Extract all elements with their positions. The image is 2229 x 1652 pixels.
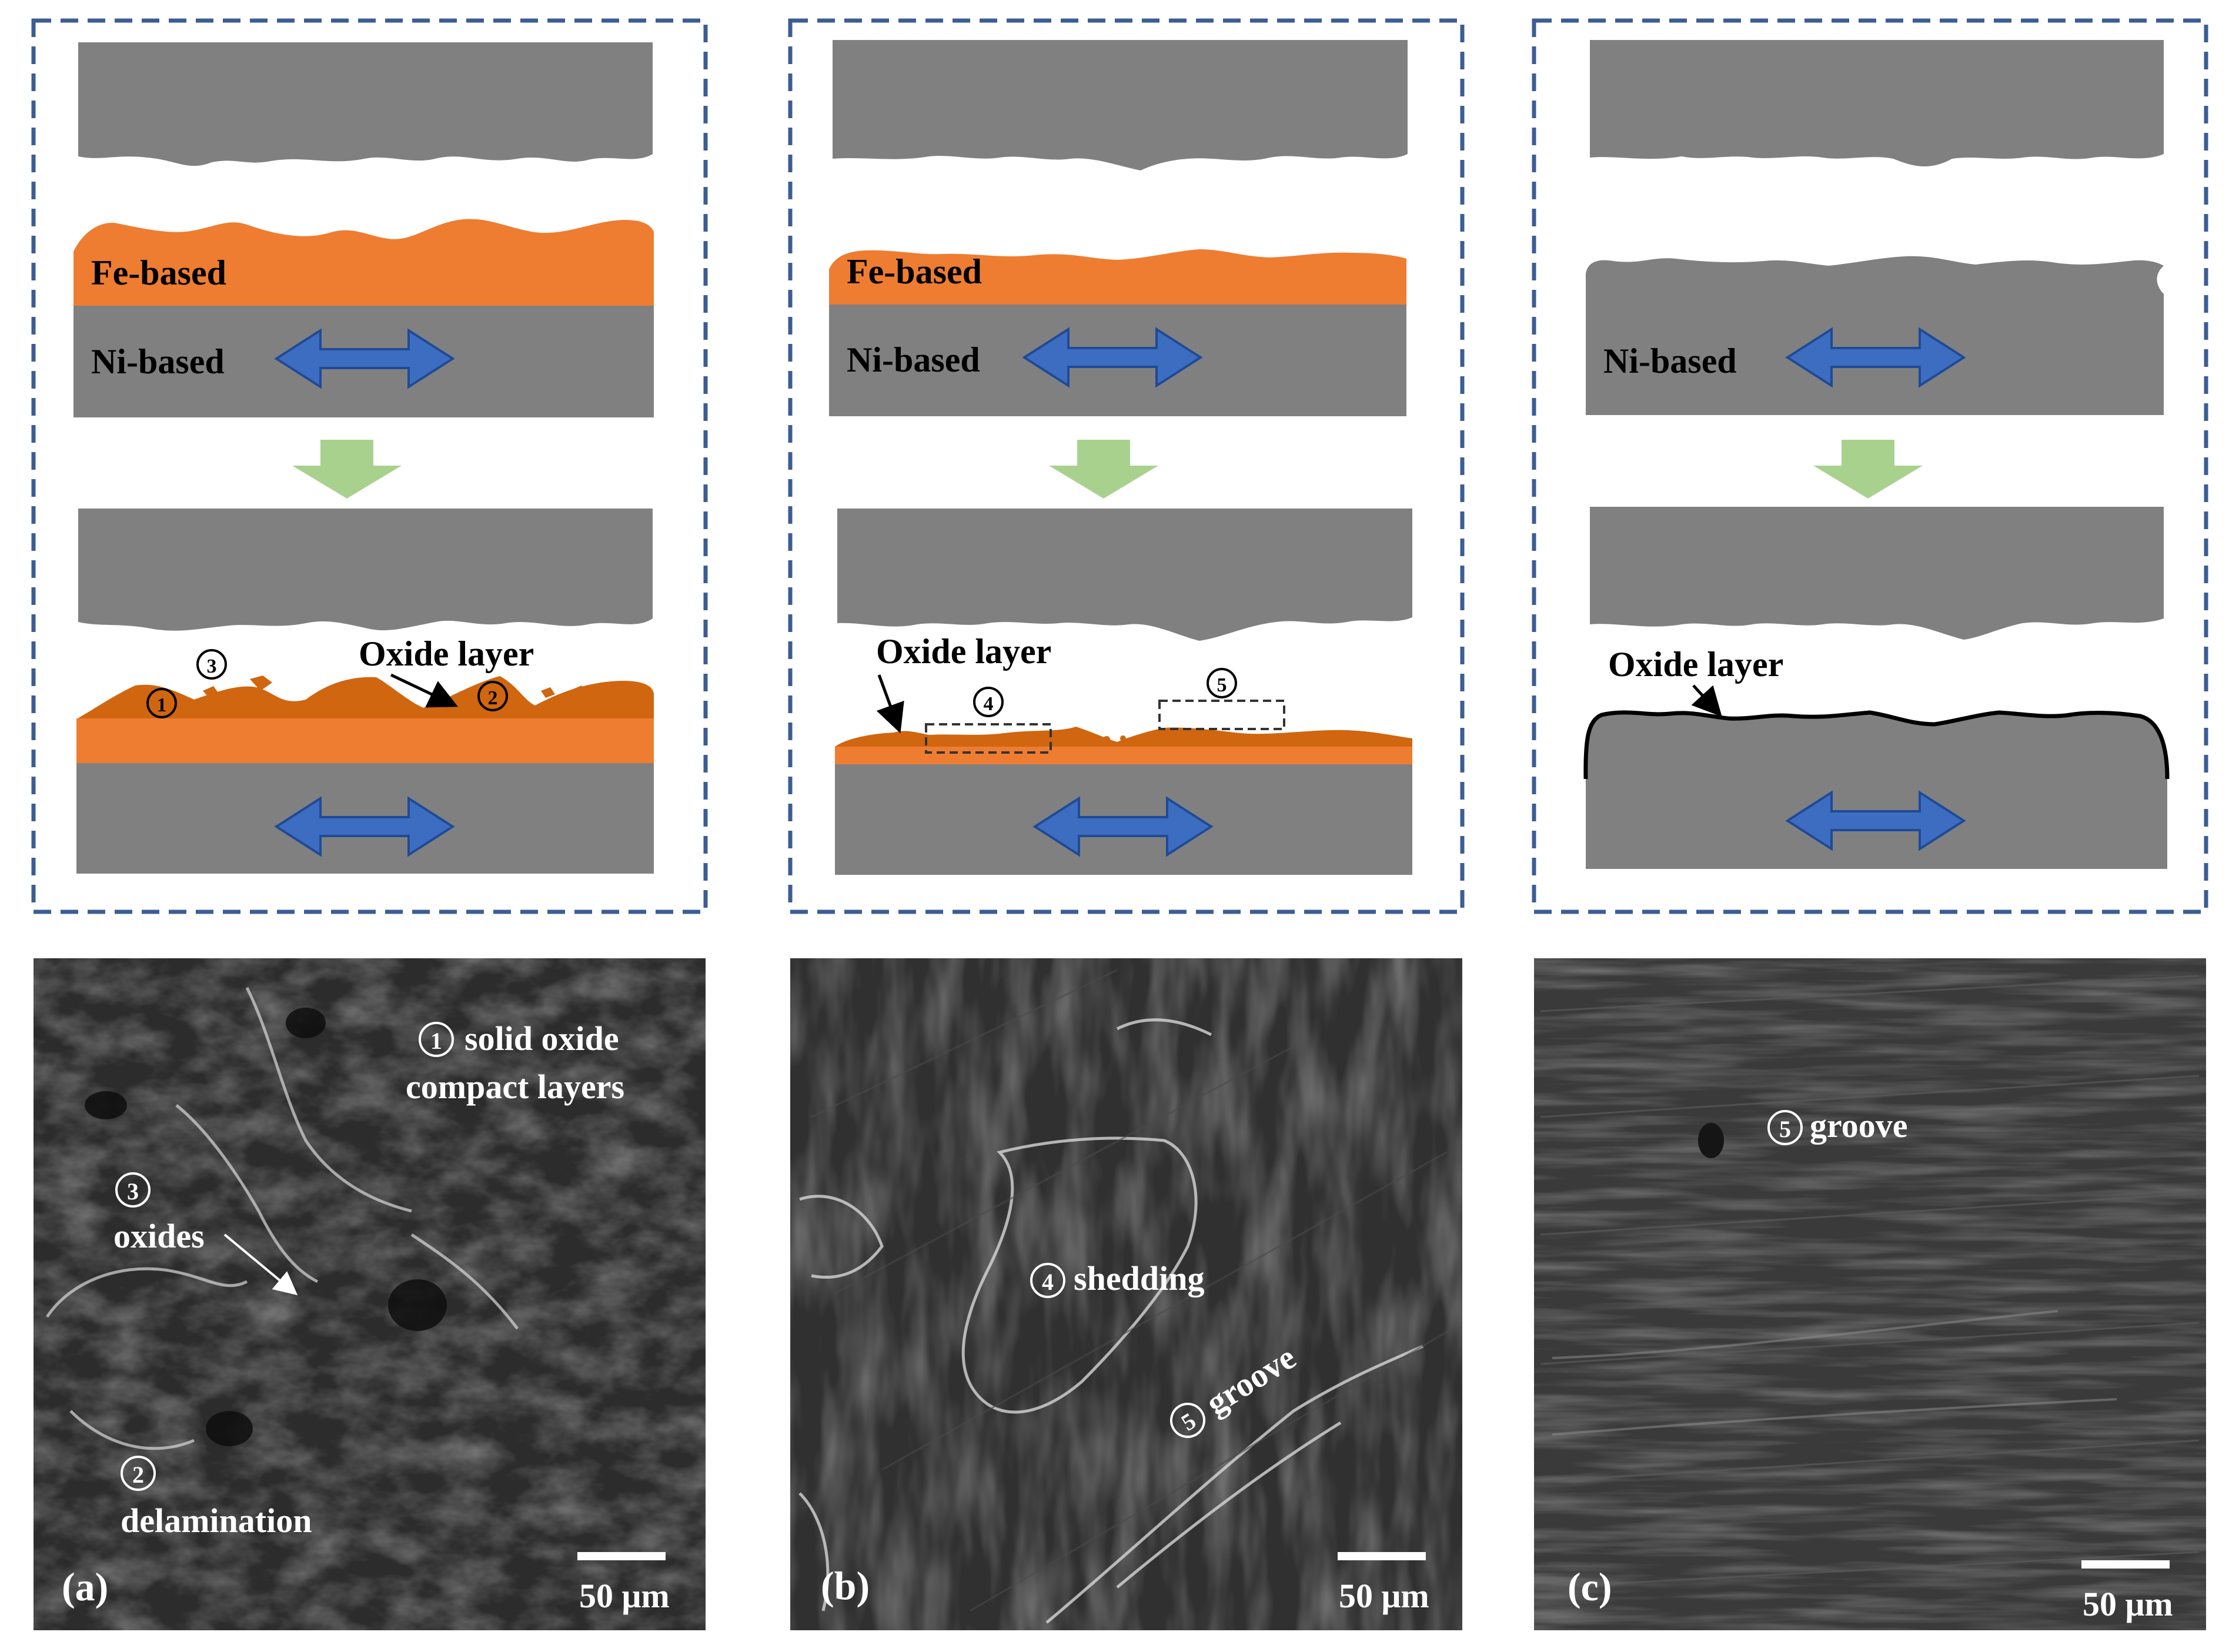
ni-based-layer [1585, 712, 2167, 869]
sem-streaks [1540, 975, 2200, 1589]
marker-5: 5 [1207, 668, 1237, 698]
scale-bar [577, 1552, 666, 1560]
svg-text:4: 4 [984, 693, 994, 715]
detail-box-5 [1158, 700, 1285, 730]
annotation-3: 3 [115, 1172, 151, 1208]
counterpart-block [833, 40, 1408, 170]
fe-based-layer [829, 249, 1406, 305]
sem-texture [45, 986, 519, 1450]
oxide-layer-line [1583, 710, 2170, 780]
scale-label: 50 μm [2083, 1585, 2173, 1623]
fe-based-layer [76, 718, 654, 763]
oxide-layer-label: Oxide layer [876, 632, 1051, 671]
ni-based-label: Ni-based [91, 342, 225, 381]
oxide-layer-pointer [1691, 684, 1722, 717]
scale-label: 50 μm [1339, 1577, 1429, 1615]
ni-based-label: Ni-based [1603, 342, 1737, 380]
schematic-b: Fe-based Ni-based Oxide layer 4 5 [788, 18, 1465, 914]
annotation-1: 1 solid oxide [419, 1019, 619, 1058]
svg-text:1: 1 [430, 1028, 442, 1054]
dashed-frame-b [788, 18, 1465, 914]
sem-texture [798, 1018, 1423, 1624]
sem-dark-pits [1698, 1123, 1724, 1158]
oxide-particles [203, 675, 597, 718]
svg-text:3: 3 [207, 656, 217, 677]
oxide-layer-pointer [390, 673, 459, 708]
dashed-frame-a [31, 18, 708, 914]
svg-text:2: 2 [132, 1462, 144, 1488]
oxide-layer-label: Oxide layer [1608, 645, 1783, 684]
panel-letter-b: (b) [821, 1563, 870, 1608]
sem-image-b: 4 shedding 5 groove (b) 50 μm [790, 958, 1462, 1630]
fe-based-label: Fe-based [847, 252, 982, 291]
transition-arrow [1813, 440, 1923, 499]
svg-text:1: 1 [157, 694, 167, 716]
sliding-direction-arrow [274, 328, 455, 389]
annotation-5: 5 groove [1767, 1106, 1907, 1145]
svg-text:4: 4 [1042, 1269, 1054, 1295]
scale-bar [2081, 1560, 2170, 1569]
dashed-frame-c [1532, 18, 2208, 914]
schematic-c: Ni-based Oxide layer [1532, 18, 2208, 914]
annotation-2: 2 [121, 1456, 156, 1491]
annotation-4: 4 shedding [1030, 1259, 1204, 1298]
annotation-text: solid oxide [464, 1019, 619, 1058]
annotation-text: delamination [121, 1501, 312, 1540]
oxide-layer-pointer [876, 674, 904, 734]
annotation-text: oxides [113, 1217, 205, 1255]
panel-letter-a: (a) [62, 1564, 108, 1609]
marker-2: 2 [477, 681, 508, 711]
fe-based-label: Fe-based [91, 253, 226, 292]
sliding-direction-arrow [1022, 327, 1203, 388]
counterpart-block [837, 509, 1412, 641]
marker-4: 4 [973, 687, 1004, 717]
transition-arrow [292, 440, 402, 499]
annotation-text: compact layers [406, 1068, 624, 1106]
counterpart-block [1590, 40, 2164, 167]
oxide-debris-layer [78, 676, 654, 718]
svg-text:5: 5 [1217, 674, 1227, 696]
oxide-particles [956, 735, 1126, 747]
schematic-a: Fe-based Ni-based Oxide layer 1 2 [31, 18, 708, 914]
scale-bar [1338, 1552, 1426, 1560]
detail-box-4 [925, 723, 1052, 754]
sem-dark-pits [85, 1008, 447, 1446]
counterpart-block [78, 509, 653, 631]
transition-arrow [1049, 440, 1158, 499]
marker-3: 3 [196, 649, 227, 680]
ni-based-label: Ni-based [847, 340, 980, 379]
counterpart-block [78, 42, 653, 166]
annotation-text: groove [1810, 1106, 1907, 1145]
scale-label: 50 μm [579, 1577, 670, 1615]
svg-text:5: 5 [1779, 1116, 1791, 1142]
svg-text:3: 3 [127, 1178, 139, 1205]
oxides-pointer [223, 1233, 298, 1296]
sliding-direction-arrow [1785, 327, 1966, 388]
svg-text:2: 2 [488, 687, 498, 709]
marker-1: 1 [146, 688, 177, 718]
fe-based-layer [73, 219, 654, 306]
sem-image-c: 5 groove (c) 50 μm [1534, 958, 2206, 1630]
panel-letter-c: (c) [1568, 1564, 1612, 1609]
sem-image-a: 1 solid oxide compact layers 3 oxides 2 … [34, 958, 706, 1630]
counterpart-block [1590, 507, 2164, 640]
fe-based-layer [835, 747, 1412, 764]
sliding-direction-arrow [1785, 790, 1966, 851]
ni-based-layer [1586, 256, 2164, 415]
sem-texture [1552, 1310, 2117, 1436]
annotation-text: shedding [1074, 1259, 1204, 1297]
sem-streaks [811, 969, 1453, 1612]
sliding-direction-arrow [274, 796, 455, 857]
sliding-direction-arrow [1032, 796, 1214, 857]
oxide-layer-label: Oxide layer [359, 634, 534, 673]
